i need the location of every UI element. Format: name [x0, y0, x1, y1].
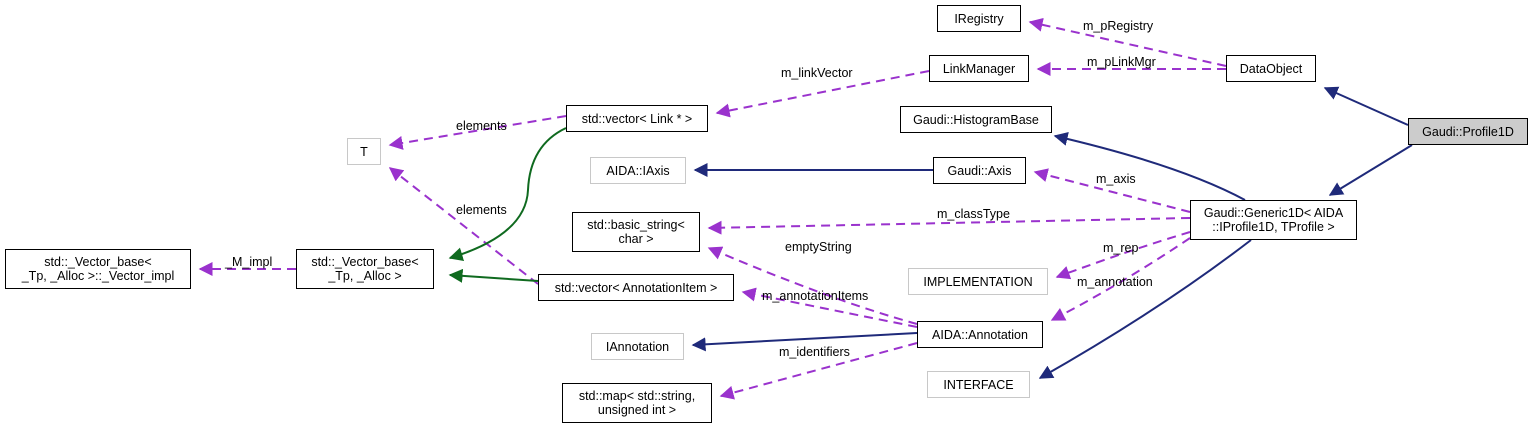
node-label: T — [360, 144, 368, 159]
node-label: AIDA::Annotation — [932, 327, 1028, 342]
edge-linkmanager-vectorlink — [715, 70, 930, 118]
node-label: std::basic_string< char > — [587, 218, 685, 246]
node-label: std::_Vector_base< _Tp, _Alloc > — [311, 255, 419, 283]
edge-annotation-mapstring — [719, 342, 918, 400]
node-label: DataObject — [1239, 61, 1303, 76]
node-label: Gaudi::Generic1D< AIDA ::IProfile1D, TPr… — [1203, 206, 1344, 234]
edge-label-m-pregistry: m_pRegistry — [1083, 19, 1154, 33]
edge-generic1d-interface — [1038, 239, 1252, 379]
node-gaudi-axis[interactable]: Gaudi::Axis — [933, 157, 1026, 184]
edge-label-m-annotationitems: m_annotationItems — [762, 289, 869, 303]
node-std-vector-annotationitem[interactable]: std::vector< AnnotationItem > — [538, 274, 734, 301]
edge-label-m-impl: _M_impl — [225, 255, 273, 269]
node-std-map-string-uint[interactable]: std::map< std::string, unsigned int > — [562, 383, 712, 423]
edge-vectorannot-vectorbase-template — [448, 268, 539, 283]
edge-label-m-linkvector: m_linkVector — [781, 66, 853, 80]
node-std-basic-string[interactable]: std::basic_string< char > — [572, 212, 700, 252]
edge-vectorannot-t — [388, 167, 539, 285]
edge-profile1d-dataobject — [1323, 86, 1409, 126]
node-label: std::vector< Link * > — [581, 111, 693, 126]
node-aida-annotation[interactable]: AIDA::Annotation — [917, 321, 1043, 348]
node-std-vector-link[interactable]: std::vector< Link * > — [566, 105, 708, 132]
node-label: Gaudi::Profile1D — [1422, 124, 1514, 139]
node-label: Gaudi::HistogramBase — [913, 112, 1039, 127]
edge-vectorlink-vectorbase-template — [448, 127, 567, 262]
edge-generic1d-gaudiaxis — [1033, 168, 1191, 213]
edge-label-m-identifiers: m_identifiers — [779, 345, 850, 359]
edge-annotation-iannotation — [691, 332, 918, 352]
edge-generic1d-histogrambase — [1053, 132, 1246, 201]
node-dataobject[interactable]: DataObject — [1226, 55, 1316, 82]
node-iregistry[interactable]: IRegistry — [937, 5, 1021, 32]
edge-label-m-annotation: m_annotation — [1077, 275, 1153, 289]
node-t[interactable]: T — [347, 138, 381, 165]
edge-label-m-plinkmgr: m_pLinkMgr — [1087, 55, 1156, 69]
node-label: IMPLEMENTATION — [923, 274, 1033, 289]
inheritance-edges — [691, 86, 1413, 379]
node-std-vector-base-vector-impl[interactable]: std::_Vector_base< _Tp, _Alloc >::_Vecto… — [5, 249, 191, 289]
node-gaudi-histogrambase[interactable]: Gaudi::HistogramBase — [900, 106, 1052, 133]
node-iannotation[interactable]: IAnnotation — [591, 333, 684, 360]
node-label: LinkManager — [942, 61, 1016, 76]
node-interface[interactable]: INTERFACE — [927, 371, 1030, 398]
node-implementation[interactable]: IMPLEMENTATION — [908, 268, 1048, 295]
node-label: std::map< std::string, unsigned int > — [578, 389, 696, 417]
node-label: IRegistry — [954, 11, 1004, 26]
edge-generic1d-annotation — [1050, 237, 1191, 321]
edge-label-m-axis: m_axis — [1096, 172, 1136, 186]
template-edges — [448, 127, 567, 283]
edge-dataobject-iregistry — [1028, 17, 1227, 67]
node-label: std::_Vector_base< _Tp, _Alloc >::_Vecto… — [21, 255, 175, 283]
node-gaudi-generic1d[interactable]: Gaudi::Generic1D< AIDA ::IProfile1D, TPr… — [1190, 200, 1357, 240]
node-label: INTERFACE — [943, 377, 1014, 392]
node-aida-iaxis[interactable]: AIDA::IAxis — [590, 157, 686, 184]
node-std-vector-base[interactable]: std::_Vector_base< _Tp, _Alloc > — [296, 249, 434, 289]
edge-label-m-rep: m_rep — [1103, 241, 1139, 255]
node-label: IAnnotation — [605, 339, 670, 354]
node-label: Gaudi::Axis — [947, 163, 1012, 178]
edge-annotation-basicstring — [707, 246, 918, 325]
usage-edges — [198, 17, 1227, 400]
node-linkmanager[interactable]: LinkManager — [929, 55, 1029, 82]
edge-label-elements-top: elements — [456, 119, 507, 133]
edge-profile1d-generic1d — [1328, 144, 1413, 196]
edge-label-elements-mid: elements — [456, 203, 507, 217]
node-gaudi-profile1d[interactable]: Gaudi::Profile1D — [1408, 118, 1528, 145]
edge-label-m-classtype: m_classType — [937, 207, 1010, 221]
node-label: std::vector< AnnotationItem > — [554, 280, 718, 295]
node-label: AIDA::IAxis — [606, 163, 670, 178]
edge-generic1d-implementation — [1055, 231, 1191, 280]
edge-generic1d-basicstring — [707, 217, 1191, 235]
edge-label-emptystring: emptyString — [785, 240, 852, 254]
